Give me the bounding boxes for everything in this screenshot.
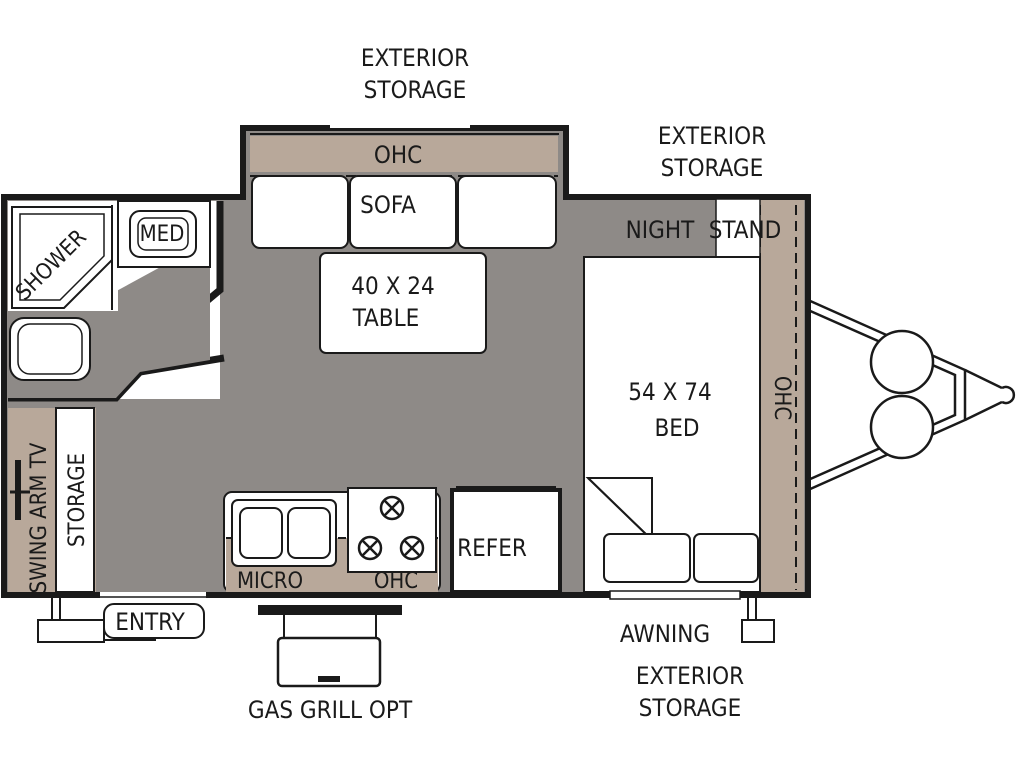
awning-bracket [741,597,775,643]
label-ohc-kitchen: OHC [374,569,418,594]
label-exterior-storage-right-2: STORAGE [661,154,764,182]
refrigerator [450,488,562,594]
label-refer: REFER [457,534,527,562]
bed-footrest-right [693,533,759,583]
label-sofa: SOFA [360,191,416,219]
toilet [9,317,91,381]
dinette-table [319,252,487,354]
label-table: TABLE [352,304,420,332]
label-ohc-bed: OHC [769,376,794,420]
label-micro: MICRO [237,569,303,594]
entry-label-box [103,603,205,639]
label-entry: ENTRY [115,608,185,636]
label-stand: STAND [709,216,782,244]
label-gas-grill: GAS GRILL OPT [248,696,413,724]
label-exterior-storage-bottom-1: EXTERIOR [636,662,744,690]
cooktop [347,487,437,573]
gas-grill [258,605,402,688]
burner-top [379,495,405,521]
sofa-cushion-left [251,175,349,249]
label-exterior-storage-top-1: EXTERIOR [361,44,469,72]
slide-ohc [250,136,558,172]
bath-sink [129,210,197,258]
label-swing-arm-tv: SWING ARM TV [27,442,52,593]
label-exterior-storage-right-1: EXTERIOR [658,122,766,150]
label-awning: AWNING [620,620,710,648]
label-bed-size: 54 X 74 [628,378,711,406]
burner-right [399,535,425,561]
label-table-size: 40 X 24 [351,272,434,300]
label-storage-left: STORAGE [65,453,90,547]
label-night: NIGHT [626,216,695,244]
burner-left [357,535,383,561]
label-bed: BED [654,414,699,442]
storage-left [55,407,95,593]
sink-bowl-left [239,507,283,559]
sofa-cushion-right [457,175,557,249]
propane-tank-bottom [869,394,935,460]
propane-tank-top [869,329,935,395]
sink-bowl-right [287,507,331,559]
label-ohc-slide: OHC [374,141,422,169]
label-med: MED [140,222,185,247]
sofa-cushion-center [349,175,457,249]
label-exterior-storage-top-2: STORAGE [364,76,467,104]
night-stand [715,198,761,258]
trailer-hitch [807,298,1016,492]
shower [11,206,113,309]
outer-wall [1,125,811,598]
bed-footrest-left [603,533,691,583]
label-exterior-storage-bottom-2: STORAGE [639,694,742,722]
